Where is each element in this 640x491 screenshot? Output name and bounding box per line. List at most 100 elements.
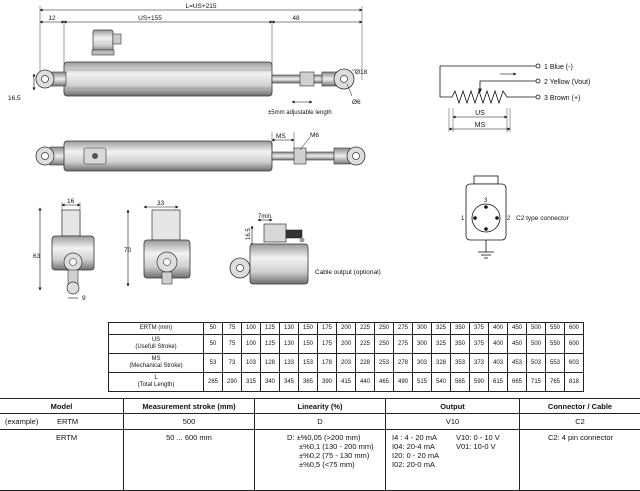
dimension-cell: 303 [413,354,432,373]
dimension-cell: 100 [242,335,261,354]
dimension-cell: 290 [223,373,242,392]
dimension-cell: 265 [204,373,223,392]
output-current-line: I02: 20-0 mA [392,460,456,469]
example-model: ERTM [57,417,78,426]
connector-pin2: 2 [507,216,511,222]
dimension-cell: 375 [470,335,489,354]
top-view: L=US+215 12 US+155 48 16.5 Ø18 [8,3,368,116]
example-linearity: D [255,414,386,430]
body-length-label: US+155 [138,15,162,22]
thread-label: M6 [310,132,319,139]
dimension-cell: 128 [261,354,280,373]
dimension-cell: 253 [375,354,394,373]
spec-linearity: D: ±%0,05 (>200 mm) ±%0,1 (130 - 200 mm)… [255,430,386,491]
header-output: Output [386,399,520,414]
rod-end-dia-label: Ø18 [355,69,368,76]
spec-connector: C2: 4 pin connector [520,430,640,491]
dimension-cell: 500 [527,323,546,335]
dimension-row-label-line: ERTM (mm) [109,325,203,332]
dimension-cell: 200 [337,335,356,354]
right-length-label: 48 [292,15,300,22]
dimension-cell: 603 [565,354,584,373]
dimension-cell: 665 [508,373,527,392]
cable-output-view: 7min. 16.5 Cable output (optional) [230,214,381,284]
technical-drawing: L=US+215 12 US+155 48 16.5 Ø18 [0,0,640,320]
dimension-cell: 225 [356,323,375,335]
dimension-cell: 130 [280,323,299,335]
dimension-cell: 465 [375,373,394,392]
dimension-cell: 275 [394,323,413,335]
dimension-cell: 550 [546,323,565,335]
dimension-cell: 550 [546,335,565,354]
dimension-cell: 415 [337,373,356,392]
end-view-narrow: 16 63 9 [33,198,94,302]
dimension-row-label: MS(Mechanical Stroke) [109,354,204,373]
adjust-note: ±5mm adjustable length [268,110,332,116]
linearity-line: ±%0,2 (75 - 130 mm) [287,451,384,460]
dimension-cell: 150 [299,323,318,335]
dimension-cell: 490 [394,373,413,392]
dimension-cell: 400 [489,335,508,354]
dim-16-5-label: 16.5 [246,228,252,240]
dimension-cell: 353 [451,354,470,373]
dimension-cell: 175 [318,323,337,335]
output-voltage-line: V10: 0 - 10 V [456,433,500,442]
dimension-cell: 133 [280,354,299,373]
height-70-label: 70 [124,247,132,254]
dimension-row-label-line: MS [109,356,203,363]
ordering-header-row: Model Measurement stroke (mm) Linearity … [0,399,640,414]
dimension-cell: 53 [204,354,223,373]
output-voltage-line: V01: 10-0 V [456,442,500,451]
dimension-cell: 450 [508,323,527,335]
dimension-cell: 175 [318,335,337,354]
dimension-cell: 125 [261,323,280,335]
dimension-cell: 75 [223,323,242,335]
dimension-cell: 325 [432,323,451,335]
dimension-cell: 340 [261,373,280,392]
dimension-cell: 375 [470,323,489,335]
dimension-cell: 100 [242,323,261,335]
example-output: V10 [386,414,520,430]
dimension-row-label: ERTM (mm) [109,323,204,335]
dimension-cell: 130 [280,335,299,354]
dimension-cell: 300 [413,323,432,335]
dimension-cell: 75 [223,335,242,354]
width-16-label: 16 [67,198,75,205]
dimension-cell: 500 [527,335,546,354]
dimension-cell: 103 [242,354,261,373]
dimension-cell: 350 [451,335,470,354]
example-row: (example) ERTM 500 D V10 C2 [0,414,640,430]
ordering-table: Model Measurement stroke (mm) Linearity … [0,398,640,491]
side-view: MS M6 [36,132,365,171]
width-33-label: 33 [157,200,165,207]
dimension-row-label: US(Usefull Stroke) [109,335,204,354]
dimension-cell: 275 [394,335,413,354]
pin3-label: 3 Brown (+) [544,95,580,102]
dimension-cell: 503 [527,354,546,373]
dimension-cell: 373 [470,354,489,373]
dimension-cell: 250 [375,323,394,335]
dimension-cell: 178 [318,354,337,373]
dim-7-label: 7min. [258,214,273,220]
dimension-cell: 400 [489,323,508,335]
header-linearity: Linearity (%) [255,399,386,414]
dimension-cell: 150 [299,335,318,354]
dimension-cell: 565 [451,373,470,392]
dimension-cell: 403 [489,354,508,373]
dimension-cell: 125 [261,335,280,354]
output-current-line: I04: 20-4 mA [392,442,456,451]
example-connector: C2 [520,414,640,430]
dimension-cell: 818 [565,373,584,392]
dimension-cell: 540 [432,373,451,392]
dimension-cell: 50 [204,323,223,335]
dimension-cell: 453 [508,354,527,373]
header-stroke: Measurement stroke (mm) [124,399,255,414]
dimension-cell: 515 [413,373,432,392]
header-connector: Connector / Cable [520,399,640,414]
dimension-cell: 600 [565,323,584,335]
